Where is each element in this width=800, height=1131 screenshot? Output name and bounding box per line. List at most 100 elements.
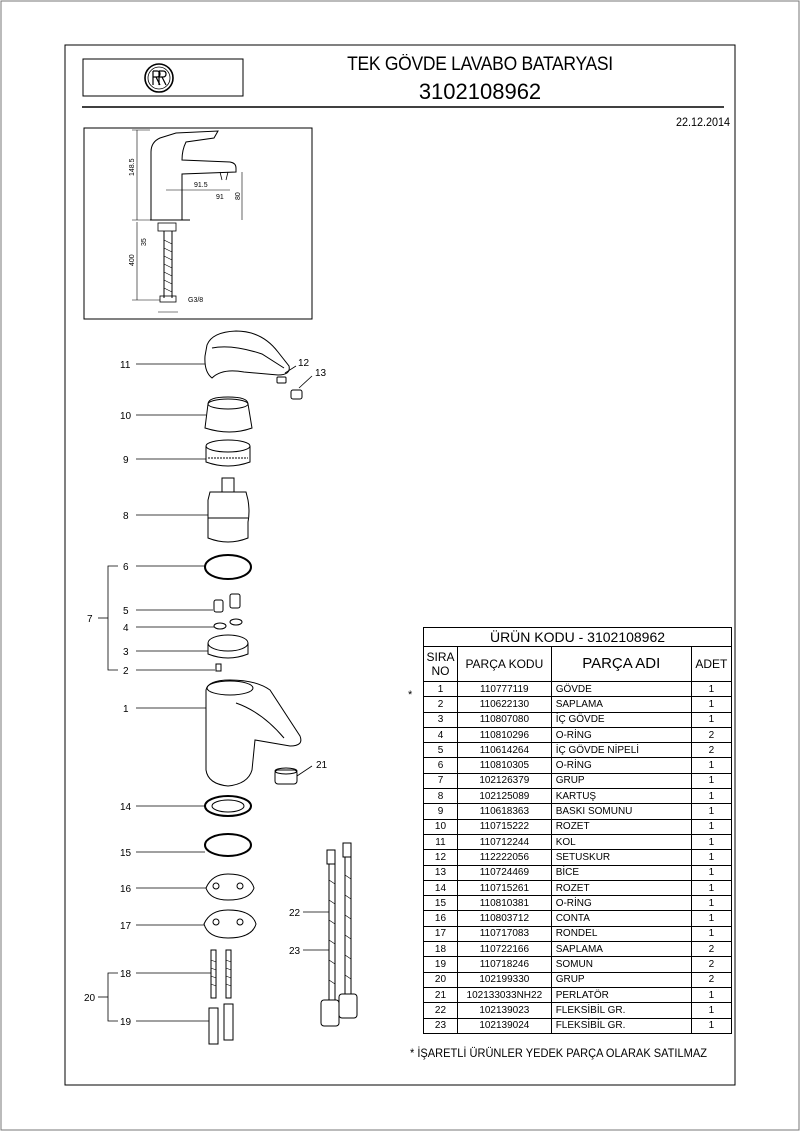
row-number: 20 [423,971,458,988]
dim-reach: 91.5 [194,182,208,189]
part-name: İÇ GÖVDE [550,711,692,728]
callout-11: 11 [120,360,131,371]
callout-13: 13 [315,368,327,379]
row-number: 18 [423,941,458,958]
dim-spout-height: 80 [235,192,242,200]
callout-18: 18 [120,969,132,980]
row-number: 12 [423,849,458,866]
part-name: O-RİNG [550,895,692,912]
part-quantity: 1 [690,895,733,912]
callout-5: 5 [123,606,129,617]
callout-17: 17 [120,921,132,932]
part-code: 110715222 [456,818,552,835]
part-name: O-RİNG [550,726,692,744]
brand-logo [82,58,244,97]
row-number: 3 [423,711,458,728]
row-number: 5 [423,742,458,759]
part-code: 102139024 [456,1017,552,1034]
callout-1: 1 [123,704,129,715]
part-name: SETUSKUR [550,849,692,866]
part-name: SAPLAMA [550,941,692,958]
part-code: 110622130 [456,696,552,713]
part-code: 110618363 [456,803,552,820]
part-code: 110810381 [456,895,552,912]
part-name: RONDEL [550,925,692,943]
part-quantity: 1 [690,680,733,698]
row-number: 2 [423,696,458,713]
part-code: 112222056 [456,849,552,866]
callout-16: 16 [120,884,132,895]
row-number: 7 [423,772,458,790]
row-number: 13 [423,864,458,881]
callout-9: 9 [123,455,129,466]
part-quantity: 1 [690,788,733,805]
document-date: 22.12.2014 [675,115,730,129]
part-name: GRUP [550,971,692,988]
part-name: GRUP [550,772,692,790]
part-quantity: 1 [690,1017,733,1034]
row-number: 19 [423,956,458,973]
product-code: 3102108962 [418,79,542,104]
exploded-view [203,330,358,1045]
part-code: 110810305 [456,757,552,774]
row-number: 21 [423,986,458,1004]
row-number: 17 [423,925,458,943]
part-quantity: 1 [690,986,733,1004]
callout-10: 10 [120,411,132,422]
part-code: 110803712 [456,910,552,927]
part-quantity: 2 [690,956,733,973]
row-number: 4 [423,726,458,744]
row-number: 22 [423,1002,458,1019]
part-quantity: 1 [690,803,733,820]
part-code: 102125089 [456,788,552,805]
footnote: * İŞARETLİ ÜRÜNLER YEDEK PARÇA OLARAK SA… [410,1046,707,1060]
part-code: 110807080 [456,711,552,728]
header-quantity: ADET [690,646,733,682]
leader-lines [98,363,329,1022]
header-no-line2: NO [431,664,450,678]
part-code: 110718246 [456,956,552,973]
part-quantity: 2 [690,726,733,744]
row-number: 6 [423,757,458,774]
part-name: FLEKSİBİL GR. [550,1017,692,1034]
part-quantity: 1 [690,818,733,835]
part-quantity: 1 [690,772,733,790]
part-quantity: 2 [690,971,733,988]
non-spare-part-marker: * [408,689,413,701]
part-code: 110777119 [456,680,552,698]
part-name: SOMUN [550,956,692,973]
part-code: 102126379 [456,772,552,790]
part-name: ROZET [550,818,692,835]
part-code: 110810296 [456,726,552,744]
row-number: 9 [423,803,458,820]
dim-shank: 35 [141,238,148,246]
part-quantity: 1 [690,849,733,866]
header-part-name: PARÇA ADI [550,646,692,682]
callout-15: 15 [120,848,132,859]
row-number: 10 [423,818,458,835]
row-number: 1 [423,680,458,698]
part-quantity: 1 [690,833,733,851]
part-quantity: 1 [690,879,733,897]
callout-numbers: 1 2 3 4 5 6 7 8 9 10 11 12 13 14 15 16 1… [84,358,328,1028]
dim-hose: 400 [129,254,136,266]
dim-height: 148.5 [129,158,136,176]
part-quantity: 2 [690,742,733,759]
part-name: GÖVDE [550,680,692,698]
part-name: BASKI SOMUNU [550,803,692,820]
